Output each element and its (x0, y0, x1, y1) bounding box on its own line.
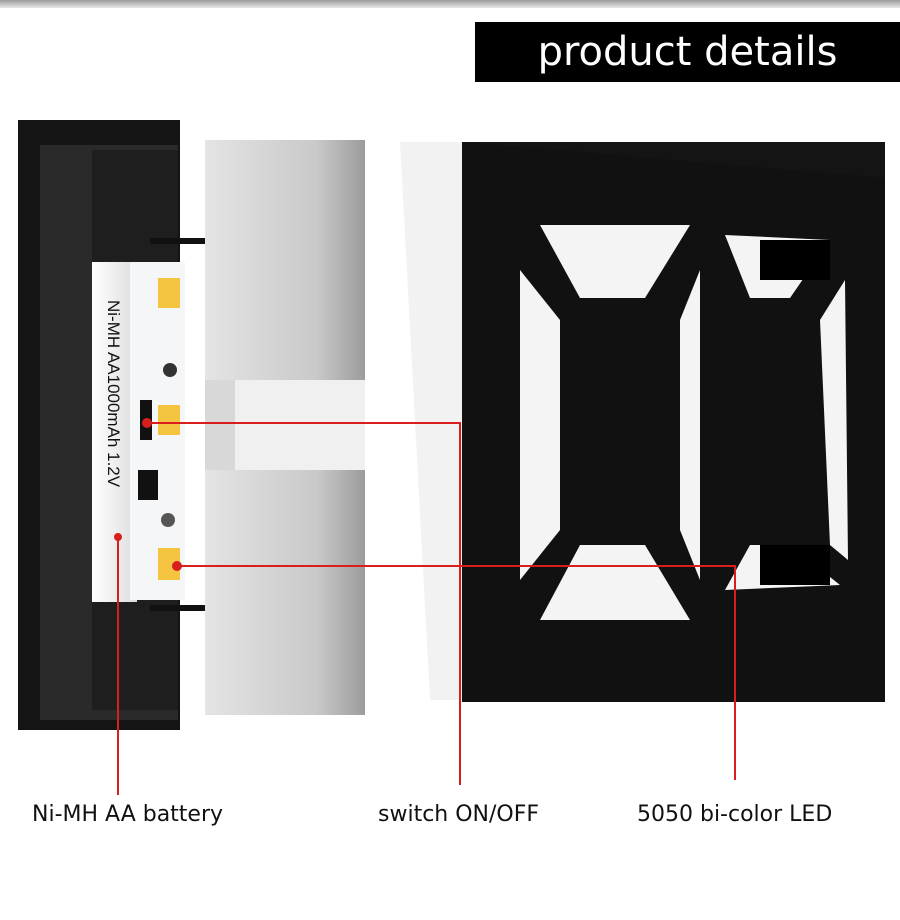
diffuser-panel (205, 140, 365, 715)
banner-title: product details (537, 29, 838, 75)
callout-battery: Ni-MH AA battery (32, 802, 224, 827)
top-divider (0, 0, 900, 8)
led-chip (158, 548, 180, 580)
battery-print: Ni-MH AA1000mAh 1.2V (104, 300, 123, 488)
lamp-housing: Ni-MH AA1000mAh 1.2V (18, 120, 235, 730)
led-chip (158, 278, 180, 308)
battery (92, 262, 137, 602)
front-plate (400, 142, 885, 702)
title-banner: product details (475, 22, 900, 82)
callout-switch: switch ON/OFF (378, 802, 540, 827)
callout-led: 5050 bi-color LED (637, 802, 833, 827)
callout-lines (117, 422, 736, 795)
led-chip (158, 405, 180, 435)
